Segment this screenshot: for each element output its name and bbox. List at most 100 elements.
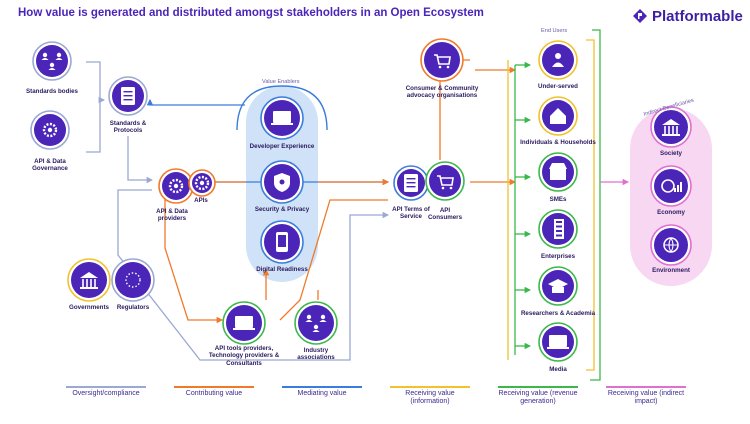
doc-line — [123, 99, 133, 101]
gear-hub — [173, 183, 179, 189]
label-security-privacy: Security & Privacy — [254, 206, 310, 213]
under-served-node-core — [542, 44, 574, 76]
keyboard — [547, 347, 569, 349]
keyboard — [271, 123, 293, 125]
label-standards-protocols: Standards & Protocols — [109, 120, 147, 135]
api-consumers-node-core — [429, 165, 461, 197]
brand[interactable]: Platformable — [632, 6, 743, 26]
enterprise-tower-icon — [554, 219, 564, 239]
developer-laptop-icon — [271, 111, 293, 125]
house-shape — [550, 108, 566, 124]
label-api-data-providers: API & Data providers — [156, 208, 188, 223]
person-body — [48, 68, 56, 70]
sme-shop-icon — [549, 163, 567, 180]
label-api-tools-providers: API tools providers, Technology provider… — [208, 345, 280, 367]
legend-oversight: Oversight/compliance — [72, 390, 140, 397]
roof — [662, 119, 680, 125]
base — [80, 287, 98, 289]
tower-body — [554, 219, 564, 239]
gear-hub — [199, 180, 205, 186]
gear-hub — [47, 127, 53, 133]
doc-line — [406, 186, 416, 188]
screen — [549, 335, 567, 347]
governance-gear-icon — [42, 122, 58, 138]
standards-people-icon — [41, 52, 63, 70]
label-environment: Environment — [652, 267, 690, 274]
legend-information: Receiving value (information) — [405, 390, 455, 406]
person-body — [55, 58, 63, 60]
phone-screen — [278, 235, 286, 247]
column — [94, 279, 96, 287]
brand-name: Platformable — [652, 7, 743, 25]
platformable-logo-icon — [633, 9, 647, 23]
legend-contributing: Contributing value — [185, 390, 243, 397]
globe-lines — [664, 237, 678, 254]
person-head — [42, 52, 48, 58]
legend-swatch-oversight — [66, 386, 146, 388]
industry-associations-node-core — [298, 305, 334, 341]
security-shield-icon — [274, 173, 290, 192]
head — [555, 53, 561, 59]
column — [82, 279, 84, 287]
edge-governance-oversight — [117, 189, 390, 361]
cart — [434, 54, 451, 65]
legend-swatch-revenue — [498, 386, 578, 388]
label-api-terms-of-service: API Terms of Service — [392, 206, 430, 221]
bar — [680, 182, 682, 192]
person-body — [319, 320, 327, 322]
screen — [273, 111, 291, 123]
bar — [677, 185, 679, 192]
label-standards-bodies: Standards bodies — [26, 88, 78, 95]
doc-line — [123, 95, 133, 97]
tower-window — [556, 221, 562, 223]
consumer-advocacy-node-core — [424, 42, 460, 78]
person-head — [313, 324, 319, 330]
doc-line — [123, 91, 133, 93]
person-head — [306, 314, 312, 320]
legend-swatch-indirect — [606, 386, 686, 388]
label-governments: Governments — [69, 304, 109, 311]
standards-bodies-node-core — [36, 45, 68, 77]
body — [552, 62, 564, 67]
keyboard — [233, 328, 255, 330]
academia-cap-icon — [548, 279, 568, 293]
column — [672, 126, 674, 134]
label-individuals-households: Individuals & Households — [520, 139, 596, 146]
edge-tools-to-terms — [279, 199, 388, 321]
label-apis: APIs — [194, 197, 208, 204]
wheel — [441, 186, 445, 190]
legend-revenue: Receiving value (revenue generation) — [498, 390, 578, 406]
label-media: Media — [549, 366, 567, 373]
legend-mediating: Mediating value — [297, 390, 347, 397]
legend-swatch-information — [390, 386, 470, 388]
regulator-stars-icon — [125, 272, 141, 288]
column — [86, 279, 88, 287]
standards-doc-icon — [121, 87, 135, 105]
regulators-node-core — [115, 262, 151, 298]
column — [90, 279, 92, 287]
label-researchers-academia: Researchers & Academia — [520, 310, 596, 317]
legend-swatch-contributing — [174, 386, 254, 388]
bar — [674, 188, 676, 192]
household-house-icon — [550, 108, 566, 124]
edge-enablers-to-standards — [146, 98, 245, 106]
apis-gear-icon — [194, 175, 210, 191]
edge-standards-governance-bracket — [86, 61, 101, 153]
label-enterprises: Enterprises — [540, 253, 576, 260]
shield-dot — [279, 179, 285, 185]
doc-line — [406, 178, 416, 180]
label-api-consumers: API Consumers — [427, 207, 463, 222]
economy-node-core — [654, 169, 688, 203]
label-developer-experience: Developer Experience — [249, 143, 315, 150]
person-head — [49, 62, 55, 68]
tower-window — [556, 234, 562, 237]
screen — [235, 316, 253, 328]
legend-swatch-mediating — [282, 386, 362, 388]
edge-standards-to-providers — [127, 136, 154, 184]
governments-node-core — [71, 262, 107, 298]
wheel — [446, 65, 450, 69]
diagram-title: How value is generated and distributed a… — [18, 7, 484, 19]
end-users-tag: End Users — [541, 28, 568, 34]
